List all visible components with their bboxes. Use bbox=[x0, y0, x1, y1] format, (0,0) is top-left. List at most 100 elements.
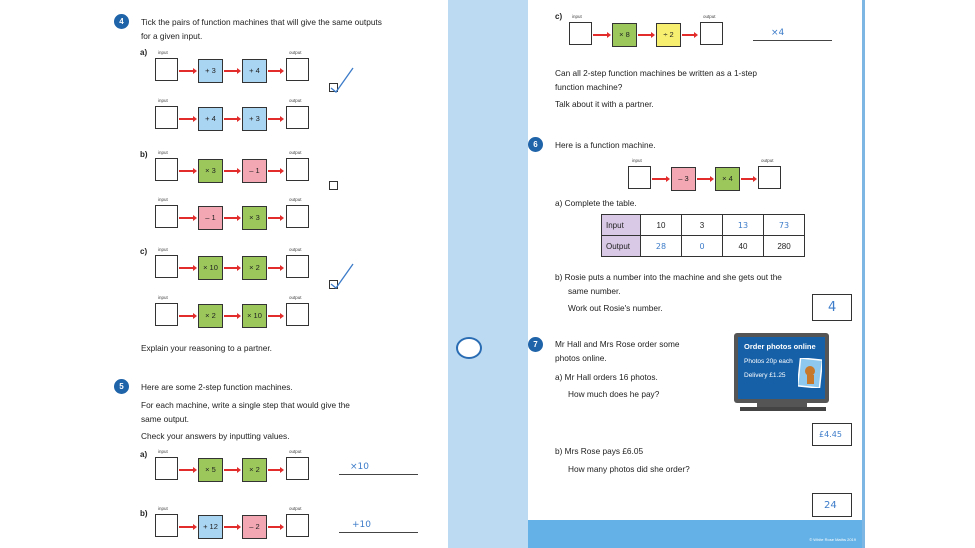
q4a-label: a) bbox=[140, 48, 148, 57]
output-box[interactable] bbox=[286, 205, 309, 228]
answer-line[interactable] bbox=[753, 40, 832, 41]
tv-price: Photos 20p each bbox=[744, 358, 793, 365]
q4-instruction-line1: Tick the pairs of function machines that… bbox=[141, 17, 382, 27]
q6b-answer: 4 bbox=[828, 300, 837, 315]
operation-box: × 2 bbox=[242, 256, 267, 280]
operation-box: – 2 bbox=[242, 515, 267, 539]
arrow bbox=[268, 116, 284, 121]
tick-checkbox-c[interactable] bbox=[329, 280, 338, 289]
arrow bbox=[179, 524, 197, 529]
output-label: output bbox=[289, 506, 302, 511]
q5a-label: a) bbox=[140, 450, 148, 459]
question-6-number: 6 bbox=[528, 137, 543, 152]
input-box[interactable] bbox=[155, 106, 178, 129]
operation-box: × 3 bbox=[198, 159, 223, 183]
output-box[interactable] bbox=[286, 58, 309, 81]
q5-line4: Check your answers by inputting values. bbox=[141, 431, 290, 441]
tick-mark-icon bbox=[330, 263, 354, 289]
q4-instruction-line2: for a given input. bbox=[141, 31, 203, 41]
q6b-line1: b) Rosie puts a number into the machine … bbox=[555, 272, 782, 282]
output-box[interactable] bbox=[286, 303, 309, 326]
operation-box: + 12 bbox=[198, 515, 223, 539]
arrow bbox=[268, 313, 284, 318]
tv-advert: Order photos online Photos 20p each Deli… bbox=[734, 333, 829, 403]
input-box[interactable] bbox=[155, 205, 178, 228]
arrow bbox=[697, 176, 714, 181]
output-box[interactable] bbox=[286, 255, 309, 278]
q7a-line1: a) Mr Hall orders 16 photos. bbox=[555, 372, 658, 382]
input-box[interactable] bbox=[155, 303, 178, 326]
arrow bbox=[224, 168, 241, 173]
input-label: input bbox=[158, 506, 168, 511]
q7b-answer-box[interactable]: 24 bbox=[812, 493, 852, 517]
output-label: output bbox=[761, 158, 774, 163]
arrow bbox=[268, 265, 284, 270]
function-table: Input 10 3 13 73 Output 28 0 40 280 bbox=[601, 214, 805, 257]
input-box[interactable] bbox=[155, 255, 178, 278]
input-label: input bbox=[158, 150, 168, 155]
operation-box: × 2 bbox=[242, 458, 267, 482]
question-7-number: 7 bbox=[528, 337, 543, 352]
output-box[interactable] bbox=[758, 166, 781, 189]
output-box[interactable] bbox=[286, 158, 309, 181]
tv-base bbox=[740, 407, 826, 411]
operation-box: + 3 bbox=[198, 59, 223, 83]
operation-box: ÷ 2 bbox=[656, 23, 681, 47]
question-4-number: 4 bbox=[114, 14, 129, 29]
arrow bbox=[682, 32, 698, 37]
arrow bbox=[593, 32, 611, 37]
input-box[interactable] bbox=[628, 166, 651, 189]
tick-checkbox-b[interactable] bbox=[329, 181, 338, 190]
input-box[interactable] bbox=[155, 457, 178, 480]
question-5-number: 5 bbox=[114, 379, 129, 394]
q7b-line1: b) Mrs Rose pays £6.05 bbox=[555, 446, 644, 456]
page-spine bbox=[448, 0, 528, 548]
input-label: input bbox=[158, 295, 168, 300]
arrow bbox=[179, 467, 197, 472]
q7a-answer: £4.45 bbox=[819, 430, 842, 439]
output-label: output bbox=[289, 197, 302, 202]
arrow bbox=[268, 215, 284, 220]
input-label: input bbox=[158, 247, 168, 252]
q7-line1: Mr Hall and Mrs Rose order some bbox=[555, 339, 680, 349]
output-box[interactable] bbox=[286, 106, 309, 129]
input-box[interactable] bbox=[569, 22, 592, 45]
q5-question-line1: Can all 2-step function machines be writ… bbox=[555, 68, 757, 78]
q5c-answer: ×4 bbox=[771, 28, 785, 38]
footer-copyright: © White Rose Maths 2019 bbox=[809, 537, 856, 542]
q5b-answer: +10 bbox=[352, 520, 371, 530]
answer-line[interactable] bbox=[339, 532, 418, 533]
output-box[interactable] bbox=[286, 457, 309, 480]
q6b-line2: same number. bbox=[568, 286, 621, 296]
output-box[interactable] bbox=[286, 514, 309, 537]
arrow bbox=[268, 524, 284, 529]
table-cell: 3 bbox=[681, 214, 723, 236]
input-box[interactable] bbox=[155, 158, 178, 181]
output-label: output bbox=[289, 150, 302, 155]
output-label: output bbox=[703, 14, 716, 19]
table-cell-answer[interactable]: 28 bbox=[640, 235, 682, 257]
table-cell-answer[interactable]: 0 bbox=[681, 235, 723, 257]
table-cell-answer[interactable]: 13 bbox=[722, 214, 764, 236]
operation-box: – 3 bbox=[671, 167, 696, 191]
output-label: output bbox=[289, 247, 302, 252]
q6b-answer-box[interactable]: 4 bbox=[812, 294, 852, 321]
tick-mark-icon bbox=[330, 67, 354, 93]
table-cell-answer[interactable]: 73 bbox=[763, 214, 805, 236]
tv-delivery: Delivery £1.25 bbox=[744, 372, 786, 379]
output-label: output bbox=[289, 295, 302, 300]
arrow bbox=[268, 467, 284, 472]
answer-line[interactable] bbox=[339, 474, 418, 475]
input-box[interactable] bbox=[155, 514, 178, 537]
output-box[interactable] bbox=[700, 22, 723, 45]
input-box[interactable] bbox=[155, 58, 178, 81]
q7a-answer-box[interactable]: £4.45 bbox=[812, 423, 852, 446]
q5-line2: For each machine, write a single step th… bbox=[141, 400, 350, 410]
input-label: input bbox=[158, 50, 168, 55]
tick-checkbox-a[interactable] bbox=[329, 83, 338, 92]
arrow bbox=[179, 168, 197, 173]
tv-screen: Order photos online Photos 20p each Deli… bbox=[738, 337, 825, 399]
operation-box: × 8 bbox=[612, 23, 637, 47]
arrow bbox=[652, 176, 670, 181]
operation-box: × 10 bbox=[242, 304, 267, 328]
